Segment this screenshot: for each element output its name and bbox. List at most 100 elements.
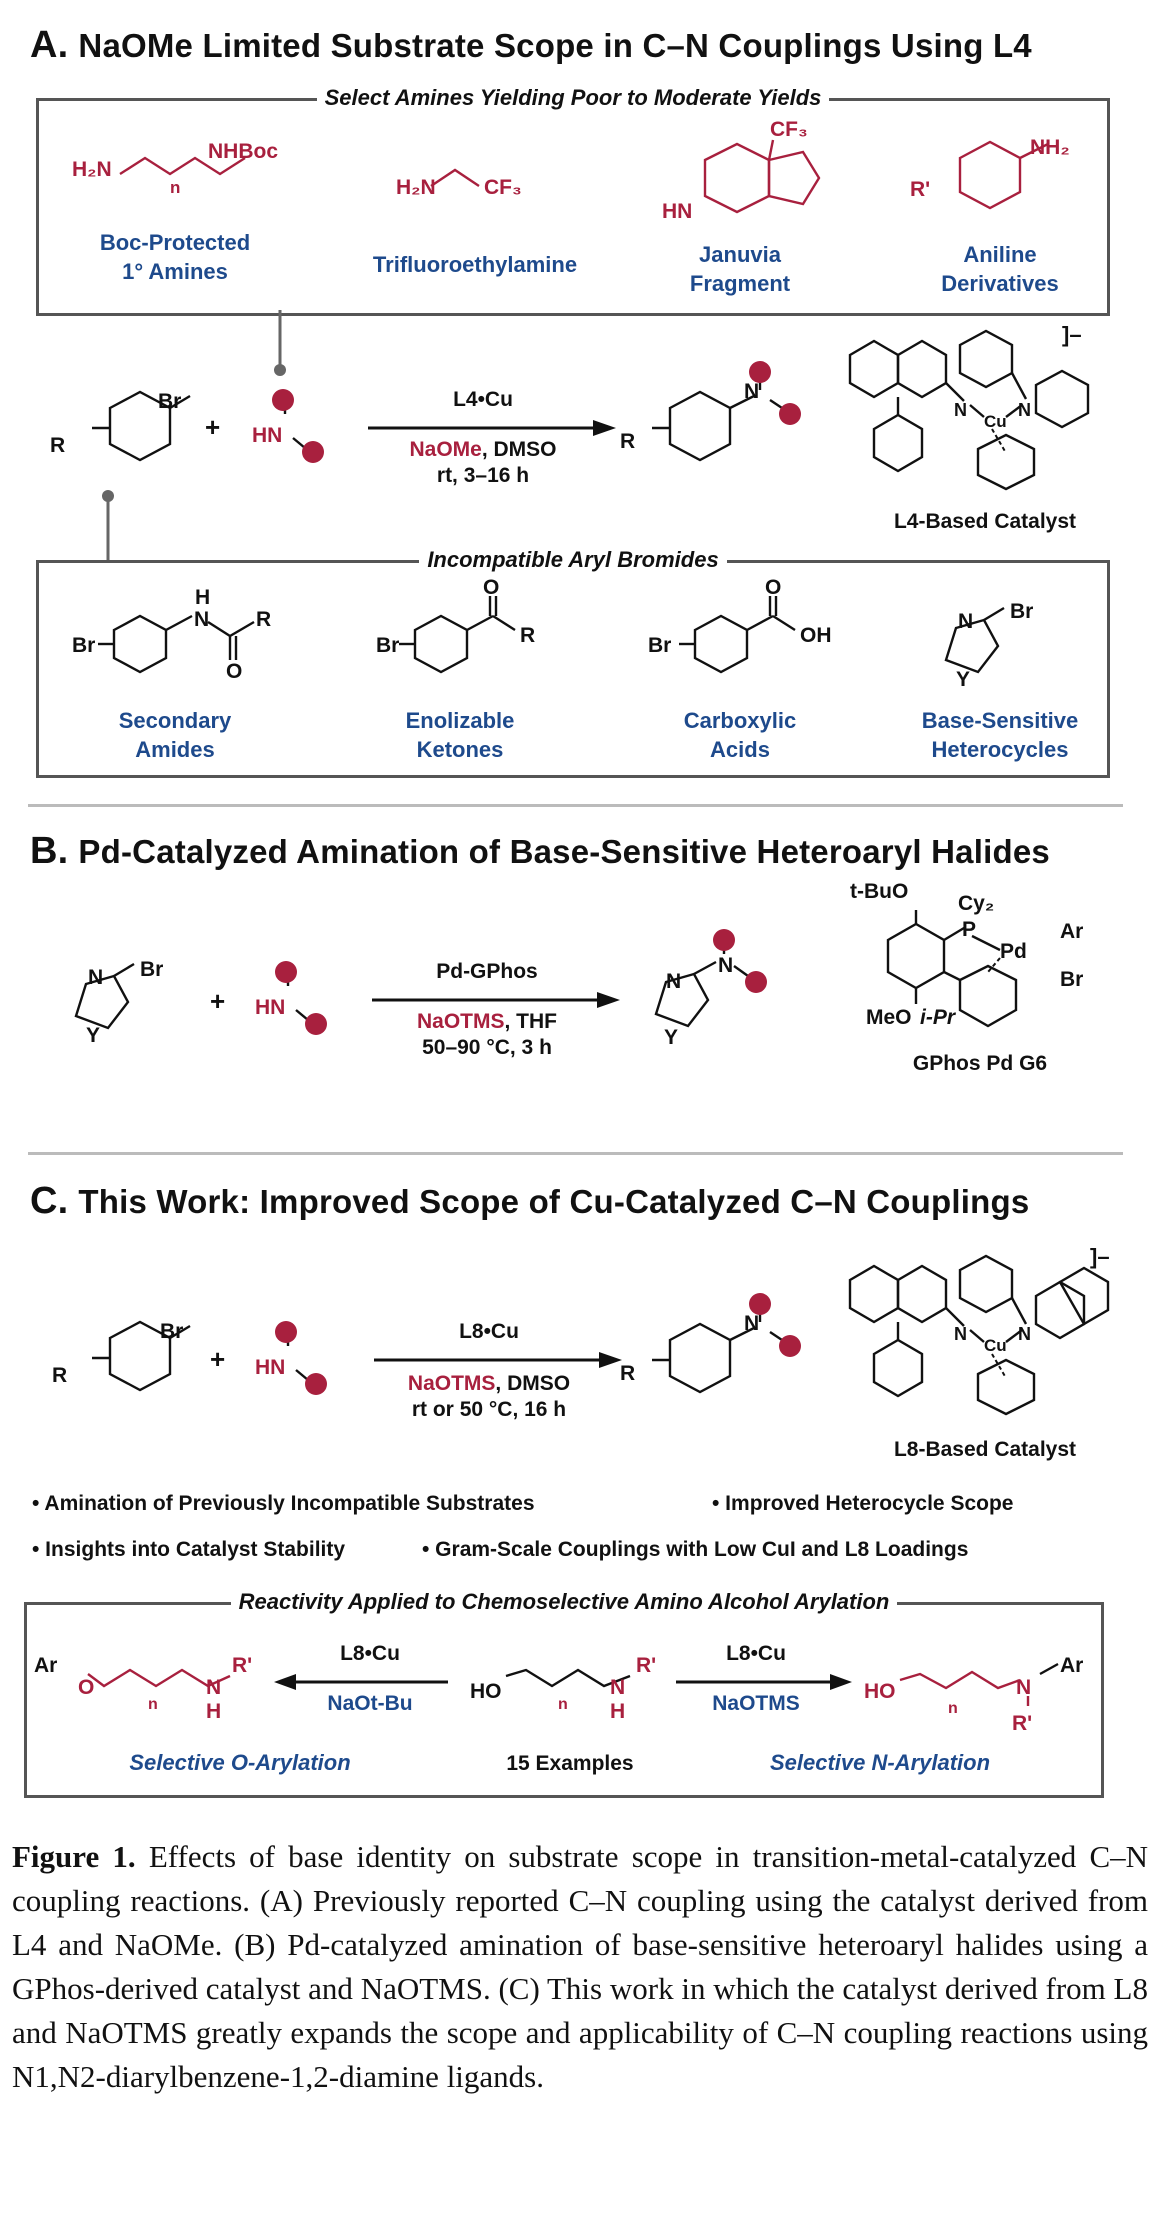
l4-catalyst-structure (848, 329, 1090, 491)
n-aryl-ho: HO (864, 1680, 896, 1703)
o-aryl-base: NaOt-Bu (327, 1692, 413, 1715)
o-aryl-h: H (206, 1700, 222, 1723)
n-aryl-product (899, 1662, 1059, 1706)
rxn-b-base-line: NaOTMS, THF (416, 1010, 557, 1033)
amino-alcohol-nsub: n (558, 1696, 568, 1713)
gphos-cy2: Cy₂ (958, 892, 995, 915)
amines-box: Select Amines Yielding Poor to Moderate … (36, 85, 1110, 316)
amine-reagent-b (275, 961, 327, 1035)
o-aryl-o: O (78, 1676, 95, 1699)
section-b-title: B.Pd-Catalyzed Amination of Base-Sensiti… (30, 830, 1050, 873)
product-a (652, 361, 801, 462)
rxn-a-conditions: rt, 3–16 h (436, 464, 530, 487)
o-aryl-nsub: n (148, 1696, 158, 1713)
l8-charge: ]– (1090, 1244, 1110, 1269)
o-aryl-ar: Ar (34, 1654, 58, 1677)
tfea-h2n: H₂N (396, 176, 436, 199)
rxn-c-hn: HN (255, 1356, 286, 1379)
section-b-letter: B. (30, 830, 69, 872)
bromide-connector (102, 490, 114, 560)
n-aryl-arrow (676, 1674, 852, 1690)
rxn-b-br: Br (140, 958, 164, 981)
amide-n: N (194, 608, 210, 631)
l4-charge: ]– (1062, 322, 1082, 347)
acid-oh: OH (800, 624, 832, 647)
amino-alcohol-n: N (610, 1676, 626, 1699)
amide-structure (98, 614, 255, 674)
o-aryl-rprime: R' (232, 1654, 253, 1677)
divider-a-b (28, 804, 1123, 807)
divider-b-c (28, 1152, 1123, 1155)
rxn-c-product-n: N (744, 1312, 760, 1335)
heterocycle-structure (944, 606, 1005, 674)
aryl-bromide-ring-a (92, 390, 191, 462)
januvia-structure (703, 139, 821, 214)
product-c (652, 1293, 801, 1394)
n-aryl-reagent: L8•Cu (726, 1642, 786, 1665)
aniline-rprime: R' (910, 178, 931, 201)
acid-o: O (765, 576, 782, 599)
bullet-heterocycle: • Improved Heterocycle Scope (712, 1492, 1014, 1515)
boc-amine-h2n: H₂N (72, 158, 112, 181)
section-c-title: C.This Work: Improved Scope of Cu-Cataly… (30, 1180, 1029, 1223)
rxn-b-y: Y (86, 1024, 101, 1047)
acid-br: Br (648, 634, 672, 657)
rxn-b-arrow (372, 992, 620, 1008)
l8-catalyst-structure (848, 1254, 1110, 1416)
rxn-a-br: Br (158, 390, 182, 413)
amino-alcohol-ho: HO (470, 1680, 502, 1703)
amines-box-label: Select Amines Yielding Poor to Moderate … (316, 85, 830, 110)
ketone-r: R (520, 624, 536, 647)
bullet-gram-scale: • Gram-Scale Couplings with Low CuI and … (422, 1538, 969, 1561)
rxn-c-br: Br (160, 1320, 184, 1343)
rxn-c-reagent: L8•Cu (459, 1320, 519, 1343)
amine-connector (274, 310, 286, 376)
o-arylation-label: Selective O-Arylation (129, 1750, 351, 1775)
l8-cu: Cu (984, 1336, 1007, 1355)
aryl-bromide-ring-c (92, 1320, 191, 1392)
aniline-nh2: NH₂ (1030, 136, 1070, 159)
figure-caption-label: Figure 1. (12, 1839, 136, 1874)
rxn-b-product-y: Y (664, 1026, 679, 1049)
gphos-catalyst-label: GPhos Pd G6 (912, 1052, 1048, 1075)
section-a-title: A.NaOMe Limited Substrate Scope in C–N C… (30, 24, 1032, 67)
rxn-a-product-r: R (620, 430, 636, 453)
l4-n-right: N (1018, 400, 1031, 420)
rxn-c-conditions: rt or 50 °C, 16 h (411, 1398, 567, 1421)
rxn-b-plus: + (210, 986, 226, 1016)
examples-label: 15 Examples (506, 1752, 634, 1775)
figure-caption-text: Effects of base identity on substrate sc… (12, 1839, 1149, 2094)
trifluoroethylamine-structure (430, 168, 480, 187)
boc-amine-nhboc: NHBoc (208, 140, 279, 163)
rxn-b-product-n1: N (666, 970, 682, 993)
amino-alcohol-h: H (610, 1700, 626, 1723)
section-a-heading: NaOMe Limited Substrate Scope in C–N Cou… (78, 27, 1032, 64)
rxn-a-hn: HN (252, 424, 283, 447)
gphos-meo: MeO (866, 1006, 912, 1029)
rxn-a-r: R (50, 434, 66, 457)
l4-cu: Cu (984, 412, 1007, 431)
o-aryl-product (87, 1668, 231, 1688)
ketone-o: O (483, 576, 500, 599)
amino-alcohol-box: Reactivity Applied to Chemoselective Ami… (24, 1589, 1104, 1798)
rxn-c-r: R (52, 1364, 68, 1387)
ketone-br: Br (376, 634, 400, 657)
product-b (654, 929, 767, 1028)
rxn-c-plus: + (210, 1344, 226, 1374)
bromides-box: Incompatible Aryl Bromides (36, 547, 1110, 778)
l8-n-right: N (1018, 1324, 1031, 1344)
amino-alcohol (505, 1668, 631, 1688)
rxn-a-reagent: L4•Cu (453, 388, 513, 411)
het-a-br: Br (1010, 600, 1034, 623)
amide-h: H (195, 586, 211, 609)
boc-amine-structure (119, 156, 246, 176)
het-a-n: N (958, 610, 974, 633)
l4-n-left: N (954, 400, 967, 420)
amine-label-tfea: Trifluoroethylamine (372, 252, 578, 277)
gphos-catalyst-structure (886, 910, 1018, 1028)
